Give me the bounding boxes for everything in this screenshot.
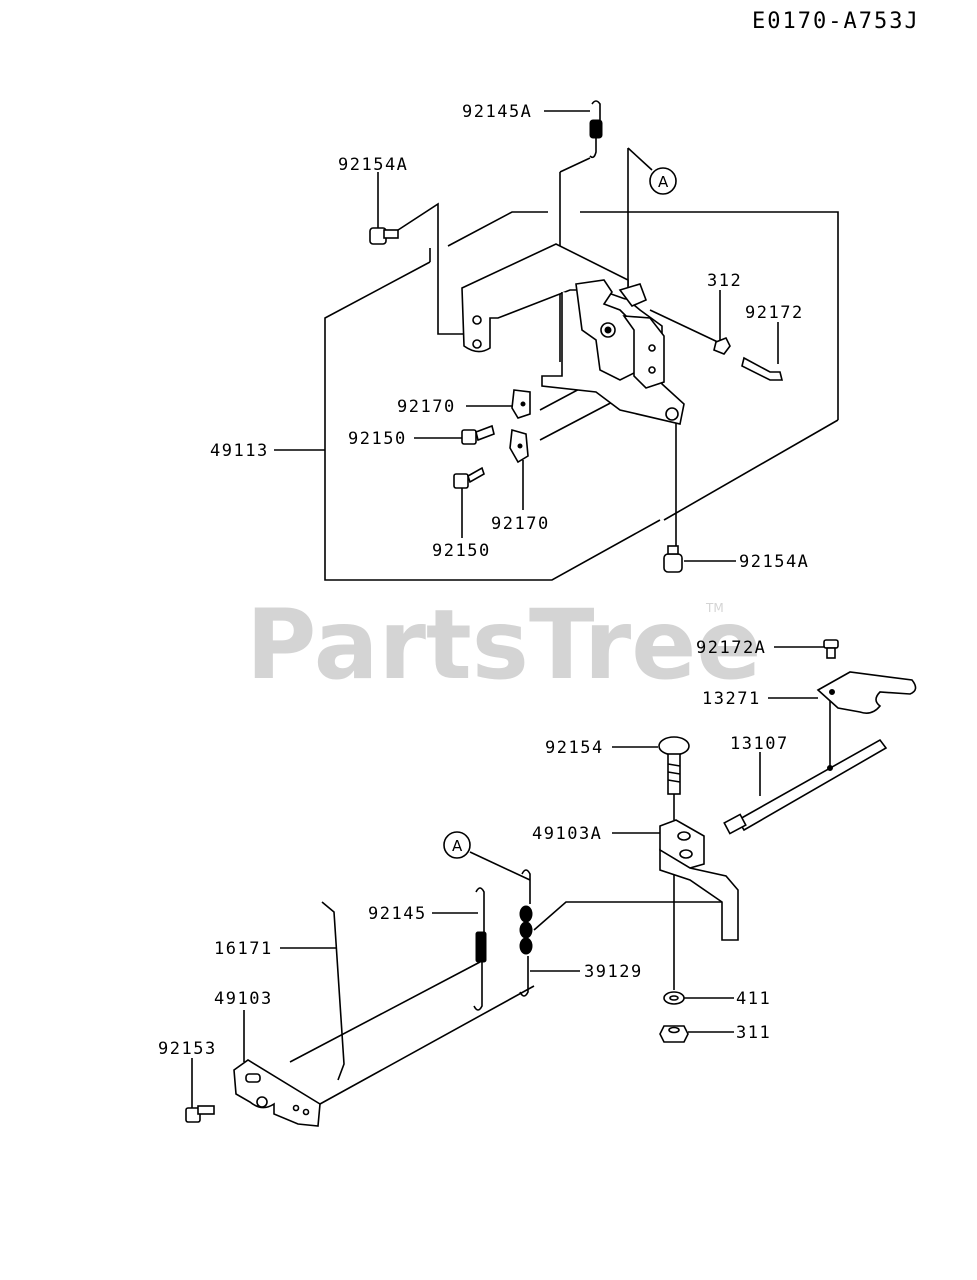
label-49103a: 49103A bbox=[532, 824, 660, 844]
label-49103: 49103 bbox=[214, 989, 273, 1062]
label-92172: 92172 bbox=[745, 303, 804, 323]
washer-411 bbox=[663, 991, 685, 1005]
main-bracket bbox=[461, 243, 685, 425]
callout-a-bottom-letter: A bbox=[452, 837, 463, 855]
diagram-code: E0170-A753J bbox=[752, 9, 920, 34]
svg-text:49113: 49113 bbox=[210, 441, 269, 461]
svg-text:92154A: 92154A bbox=[338, 155, 408, 175]
spring-92145 bbox=[473, 887, 487, 1011]
nut-311 bbox=[659, 1025, 689, 1043]
upper-assembly-frame bbox=[324, 147, 839, 581]
bolt-92154a-top bbox=[369, 172, 399, 245]
watermark-trademark: TM bbox=[705, 601, 724, 615]
bolt-92154 bbox=[658, 736, 690, 795]
label-13107: 13107 bbox=[730, 734, 789, 754]
bolt-92153 bbox=[185, 1058, 215, 1123]
bolt-92172a bbox=[823, 639, 839, 659]
label-49113: 49113 bbox=[210, 441, 325, 461]
svg-text:92150: 92150 bbox=[432, 541, 491, 561]
label-92150-left: 92150 bbox=[348, 429, 462, 449]
svg-text:49103A: 49103A bbox=[532, 824, 602, 844]
spring-92145a bbox=[589, 100, 603, 159]
clip-92170-top bbox=[511, 389, 531, 419]
label-92170-top: 92170 bbox=[397, 397, 512, 417]
label-311: 311 bbox=[688, 1023, 771, 1043]
label-92145a: 92145A bbox=[462, 102, 590, 122]
svg-text:92145: 92145 bbox=[368, 904, 427, 924]
label-92154a-right: 92154A bbox=[684, 552, 809, 572]
clip-92170-bottom bbox=[509, 428, 529, 510]
svg-text:312: 312 bbox=[707, 271, 742, 291]
label-92150-bottom: 92150 bbox=[432, 541, 491, 561]
bolt-92154a-right bbox=[663, 545, 683, 573]
callout-a-top: A bbox=[649, 167, 677, 195]
label-13271: 13271 bbox=[702, 689, 818, 709]
svg-text:13271: 13271 bbox=[702, 689, 761, 709]
svg-text:92153: 92153 bbox=[158, 1039, 217, 1059]
svg-text:92172: 92172 bbox=[745, 303, 804, 323]
plate-13271 bbox=[816, 671, 917, 714]
bolt-92150-bottom bbox=[453, 466, 485, 538]
shaft-13107 bbox=[723, 738, 888, 835]
svg-text:92154A: 92154A bbox=[739, 552, 809, 572]
callout-a-bottom: A bbox=[443, 831, 471, 859]
svg-text:16171: 16171 bbox=[214, 939, 273, 959]
lower-leaders bbox=[289, 696, 831, 1105]
lever-49103a bbox=[659, 819, 739, 941]
label-312: 312 bbox=[707, 271, 742, 291]
label-92154: 92154 bbox=[545, 738, 658, 758]
label-92153: 92153 bbox=[158, 1039, 217, 1059]
lever-49103 bbox=[233, 1059, 321, 1127]
label-92154a-top: 92154A bbox=[338, 155, 408, 175]
svg-text:92170: 92170 bbox=[397, 397, 456, 417]
svg-text:92170: 92170 bbox=[491, 514, 550, 534]
bolt-92172 bbox=[741, 322, 784, 381]
label-39129: 39129 bbox=[530, 962, 643, 982]
spring-39129 bbox=[519, 869, 533, 997]
callout-a-top-letter: A bbox=[658, 173, 669, 191]
svg-text:92172A: 92172A bbox=[696, 638, 766, 658]
svg-text:411: 411 bbox=[736, 989, 771, 1009]
label-92170-bottom: 92170 bbox=[491, 514, 550, 534]
label-411: 411 bbox=[684, 989, 771, 1009]
label-92145: 92145 bbox=[368, 904, 478, 924]
svg-text:49103: 49103 bbox=[214, 989, 273, 1009]
svg-text:39129: 39129 bbox=[584, 962, 643, 982]
svg-text:13107: 13107 bbox=[730, 734, 789, 754]
svg-text:311: 311 bbox=[736, 1023, 771, 1043]
bolt-92150-left bbox=[461, 424, 495, 445]
rod-16171 bbox=[321, 901, 345, 1081]
svg-text:92150: 92150 bbox=[348, 429, 407, 449]
label-16171: 16171 bbox=[214, 939, 336, 959]
svg-text:92154: 92154 bbox=[545, 738, 604, 758]
watermark-text: PartsTree bbox=[246, 589, 761, 701]
svg-text:92145A: 92145A bbox=[462, 102, 532, 122]
nut-312 bbox=[713, 290, 731, 355]
label-92172a: 92172A bbox=[696, 638, 824, 658]
